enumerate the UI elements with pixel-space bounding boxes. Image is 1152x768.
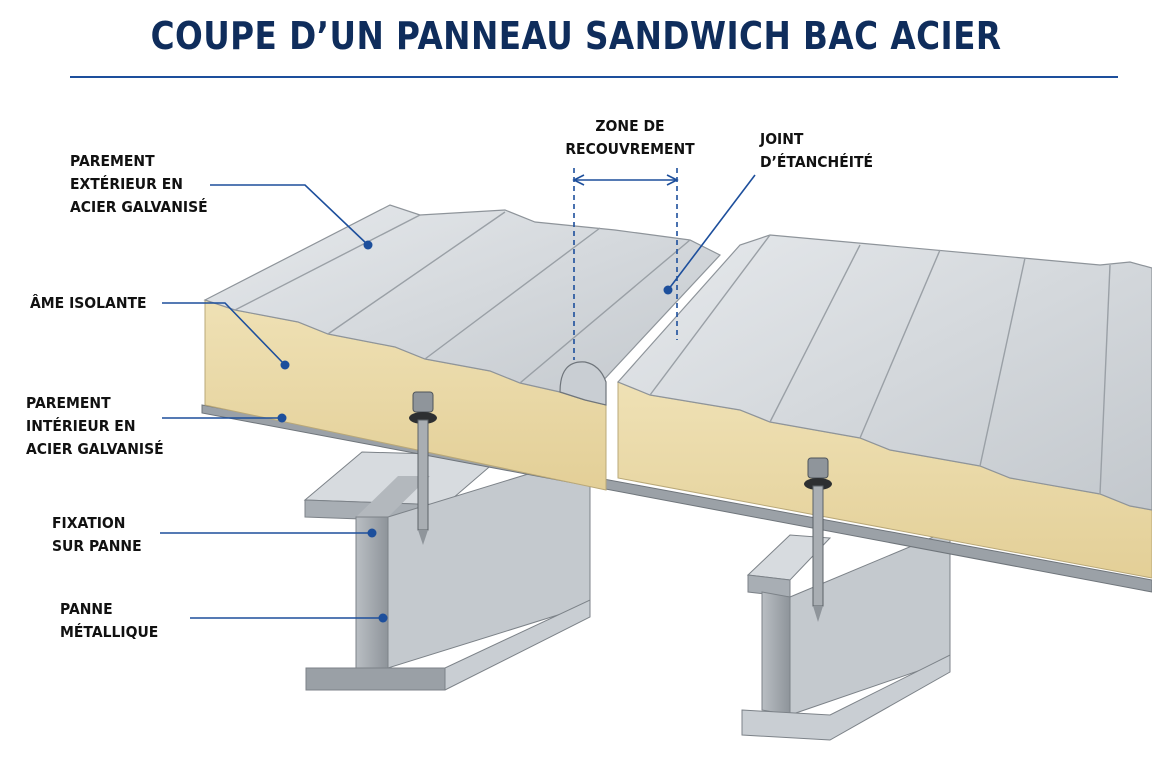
title-underline (70, 76, 1118, 78)
label-fixation: FIXATION SUR PANNE (52, 514, 142, 555)
label-joint-etancheite: JOINT D’ÉTANCHÉITÉ (760, 130, 873, 171)
outer-sheet-right-ribs (649, 234, 1111, 495)
overlap-zone-dimension (572, 168, 679, 360)
label-panne: PANNE MÉTALLIQUE (60, 600, 159, 641)
label-parement-exterieur: PAREMENT EXTÉRIEUR EN ACIER GALVANISÉ (70, 152, 208, 216)
screw-right (804, 457, 832, 622)
purlin-right (741, 529, 951, 741)
label-ame-isolante: ÂME ISOLANTE (30, 294, 147, 312)
label-parement-interieur: PAREMENT INTÉRIEUR EN ACIER GALVANISÉ (26, 394, 164, 458)
outer-sheet-left-ribs (234, 211, 691, 384)
label-zone-recouvrement: ZONE DE RECOUVREMENT (565, 117, 695, 158)
page-title: COUPE D’UN PANNEAU SANDWICH BAC ACIER (150, 14, 1002, 58)
leader-dots (277, 240, 673, 623)
overlap-seam (559, 361, 607, 406)
purlin-left (303, 451, 591, 691)
screw-left (409, 391, 437, 545)
leader-lines (160, 174, 756, 619)
